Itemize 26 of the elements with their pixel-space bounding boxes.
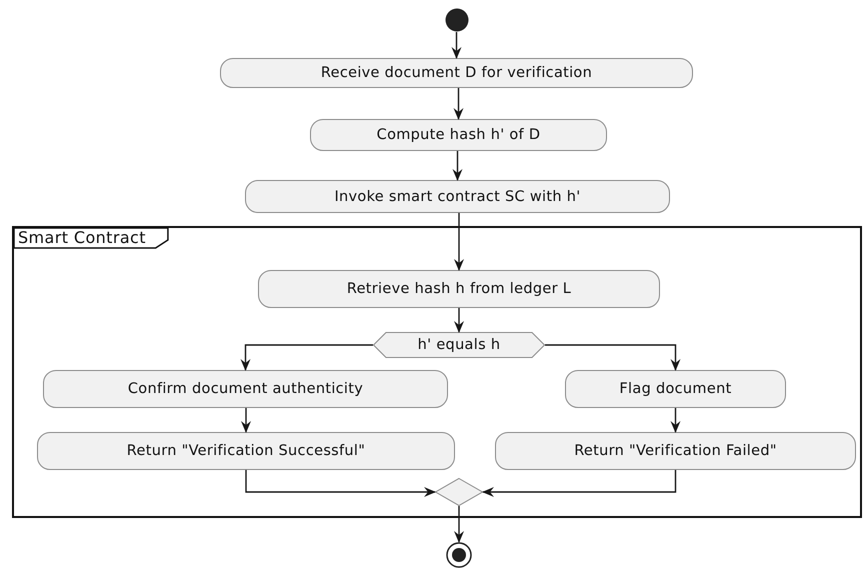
arrow [454,213,464,271]
arrow [240,344,373,371]
action-box: Flag document [565,370,786,408]
start-node [445,8,469,32]
action-box: Compute hash h' of D [310,119,607,151]
arrow [454,88,464,120]
frame-title: Smart Contract [14,228,168,248]
action-box: Receive document D for verification [220,58,693,88]
merge-diamond [435,478,483,506]
arrow [452,32,462,59]
decision-hexagon: h' equals h [373,332,545,358]
arrow [241,408,251,433]
action-box: Invoke smart contract SC with h' [245,180,670,213]
arrow [545,344,680,371]
arrow [452,151,462,181]
action-box: Confirm document authenticity [43,370,448,408]
arrow [482,470,676,497]
arrow [670,408,680,433]
arrow [454,506,464,543]
arrow [245,470,436,497]
action-box: Return "Verification Failed" [495,432,856,470]
arrow [454,308,464,333]
action-box: Retrieve hash h from ledger L [258,270,660,308]
frame [12,226,862,518]
end-node [446,542,472,568]
action-box: Return "Verification Successful" [37,432,455,470]
